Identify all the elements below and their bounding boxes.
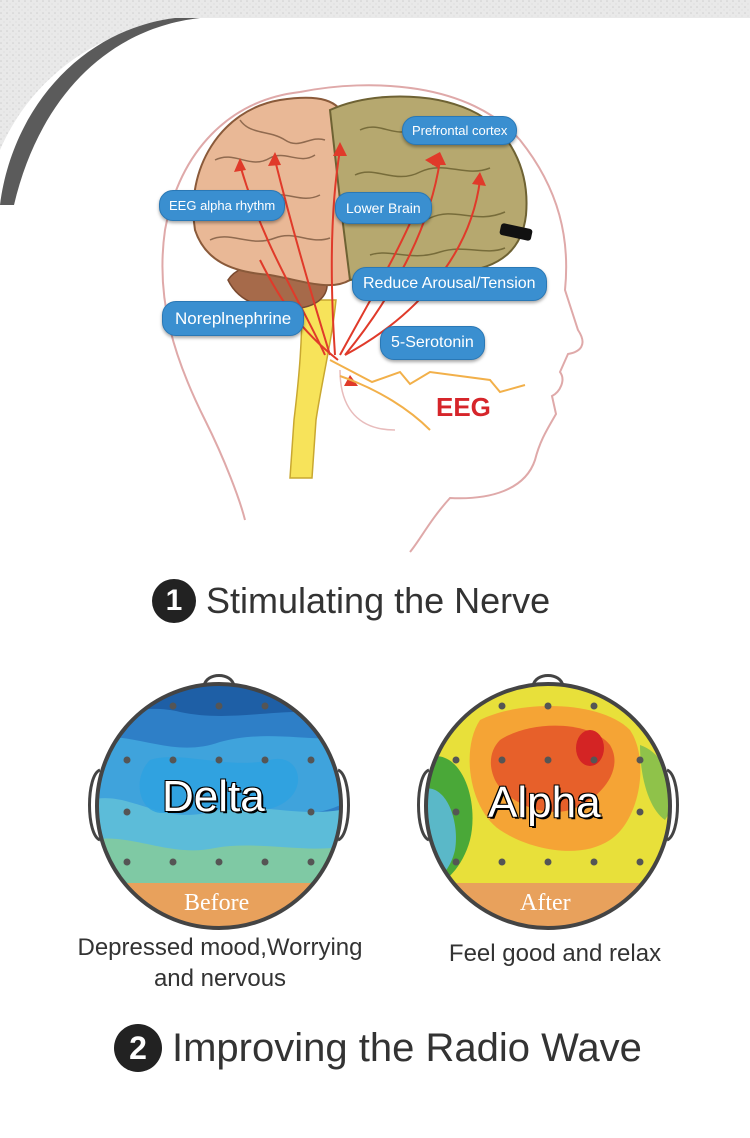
caption-after: Feel good and relax [448, 940, 662, 967]
eeg-wave-upper [329, 359, 526, 394]
eeg-label: EEG [436, 392, 491, 422]
before-head-map [88, 674, 350, 930]
signal-arrows [239, 149, 481, 361]
wave-name-delta: Delta [162, 772, 265, 821]
caption-before-line1: Depressed mood,Worrying [77, 934, 363, 961]
caption-before: Depressed mood,Worrying and nervous [50, 932, 390, 994]
head-back-outline [161, 91, 301, 521]
band-label-after: After [520, 890, 571, 916]
spinal-cord [289, 299, 337, 479]
eeg-wave-lower [339, 375, 431, 431]
label-norepinephrine: Noreplnephrine [162, 301, 305, 336]
label-prefrontal-cortex: Prefrontal cortex [402, 116, 518, 145]
section-heading-2: 2 Improving the Radio Wave [114, 1024, 642, 1072]
section-title-1: Stimulating the Nerve [206, 580, 551, 621]
label-eeg-alpha-rhythm: EEG alpha rhythm [159, 190, 286, 221]
label-serotonin: 5-Serotonin [380, 326, 485, 360]
wave-name-alpha: Alpha [488, 778, 601, 827]
band-label-before: Before [184, 890, 250, 916]
step-number-2: 2 [114, 1024, 162, 1072]
section-title-2: Improving the Radio Wave [172, 1025, 642, 1070]
step-number-1: 1 [152, 579, 196, 623]
caption-before-line2: and nervous [153, 965, 287, 992]
label-reduce-arousal: Reduce Arousal/Tension [352, 267, 547, 301]
section-heading-1: 1 Stimulating the Nerve [152, 579, 550, 623]
label-lower-brain: Lower Brain [335, 192, 432, 224]
